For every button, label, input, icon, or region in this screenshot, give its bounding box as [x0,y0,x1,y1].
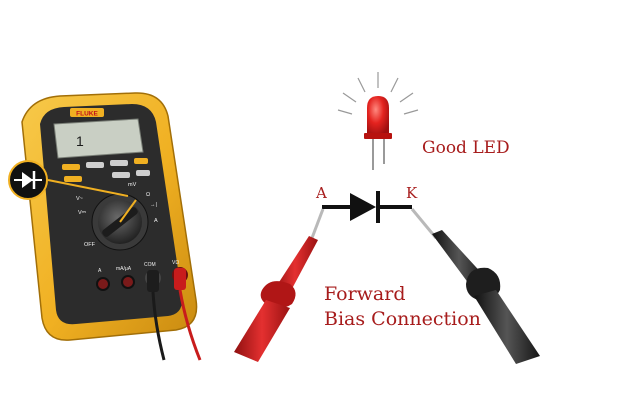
cathode-label: K [406,184,418,202]
good-led-label: Good LED [422,138,510,158]
diode-icon [8,160,48,200]
minmax-button[interactable] [110,160,128,166]
dial-label-mv: mV [128,182,137,188]
dial-label-amp: A [154,218,158,224]
dial-label-off: OFF [84,242,96,248]
brand-logo: FLUKE [76,111,98,118]
forward-label: Forward [324,283,406,305]
hold-button[interactable] [86,162,104,168]
brand-plate [70,108,104,117]
rotary-selector[interactable] [91,193,149,251]
range-button[interactable] [62,164,80,170]
led-glow-icon [337,72,419,115]
port-label-a: A [98,268,102,274]
multimeter: FLUKE 1 V~ V⎓ mV Ω →| A OFF [21,92,202,361]
black-lead [151,291,166,361]
dial-label-vdc: V⎓ [78,210,87,216]
rel-button[interactable] [134,158,148,164]
lcd-display [53,118,144,159]
diode-symbol [322,191,412,223]
led-rim [364,133,392,139]
anode-label: A [315,184,327,202]
port-label-com: COM [144,262,156,268]
red-probe[interactable] [234,208,325,362]
black-probe[interactable] [410,208,540,364]
meter-leads [147,268,202,361]
dial-labels: V~ V⎓ mV Ω →| A OFF [76,182,158,248]
lcd-reading: 1 [76,133,84,149]
grey-button-2[interactable] [112,172,130,178]
good-led [337,72,419,170]
black-probe-handle [474,290,540,364]
dial-label-ohm: Ω [146,192,150,198]
bias-connection-label: Bias Connection [324,308,481,330]
red-lead [178,289,202,361]
red-probe-tip [310,208,325,239]
grey-button-3[interactable] [136,170,150,176]
black-probe-tip [410,208,438,239]
v-plug [174,268,186,290]
led-dome [367,96,389,135]
port-a[interactable] [96,277,110,291]
red-probe-handle [234,300,290,362]
diode-setting-pointer [47,179,129,197]
yellow-button-2[interactable] [64,176,82,182]
dial-label-vac: V~ [76,196,83,202]
dial-label-diode: →| [150,202,157,208]
knob-pointer [119,199,137,223]
meter-button-row [62,158,150,182]
com-plug [147,270,159,292]
port-label-ma: mA/μA [116,266,132,272]
port-label-v: VΩ [172,260,179,266]
diode-triangle [350,193,376,221]
port-ma[interactable] [121,275,135,289]
